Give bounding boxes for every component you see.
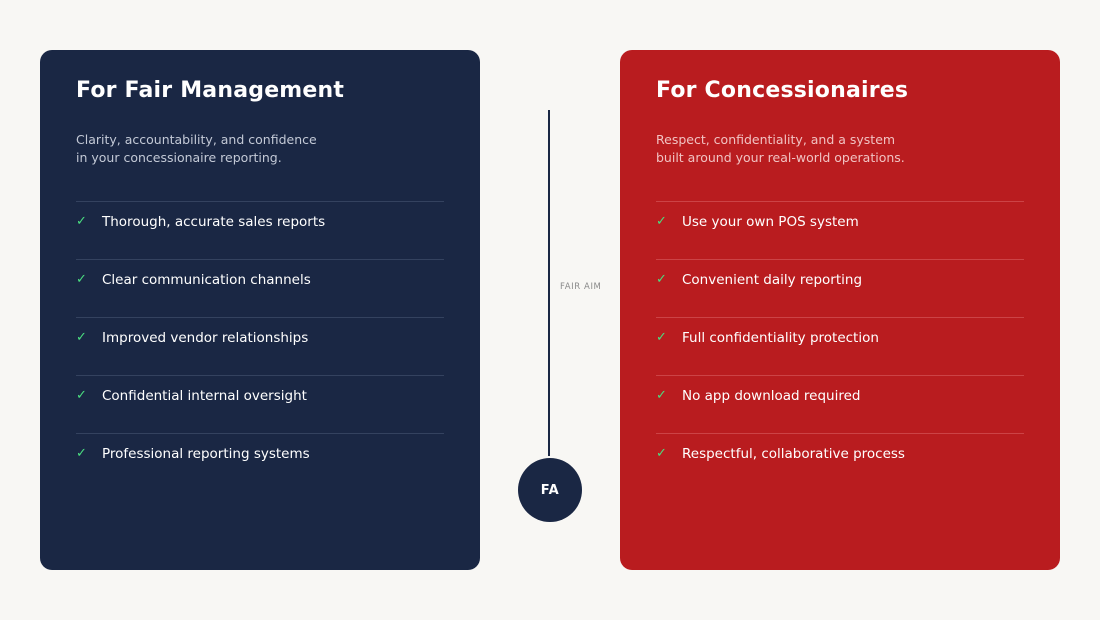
benefit-item: ✓ Improved vendor relationships bbox=[76, 317, 444, 375]
benefit-item: ✓ Use your own POS system bbox=[656, 201, 1024, 259]
check-icon: ✓ bbox=[656, 214, 667, 229]
fair-management-title: For Fair Management bbox=[76, 78, 345, 103]
benefit-text: Professional reporting systems bbox=[102, 446, 310, 462]
benefit-item: ✓ Confidential internal oversight bbox=[76, 375, 444, 433]
fair-management-card: For Fair Management Clarity, accountabil… bbox=[40, 50, 480, 570]
fair-management-subtitle: Clarity, accountability, and confidence … bbox=[76, 131, 336, 167]
benefit-item: ✓ Respectful, collaborative process bbox=[656, 433, 1024, 491]
benefit-text: Improved vendor relationships bbox=[102, 330, 309, 346]
check-icon: ✓ bbox=[76, 330, 87, 345]
check-icon: ✓ bbox=[76, 214, 87, 229]
benefit-text: No app download required bbox=[682, 388, 861, 404]
concessionaires-card: For Concessionaires Respect, confidentia… bbox=[620, 50, 1060, 570]
concessionaires-subtitle-line-2: built around your real-world operations. bbox=[656, 150, 905, 165]
benefit-item: ✓ Thorough, accurate sales reports bbox=[76, 201, 444, 259]
fair-management-subtitle-line-1: Clarity, accountability, and confidence bbox=[76, 132, 317, 147]
benefit-item: ✓ Professional reporting systems bbox=[76, 433, 444, 491]
concessionaires-subtitle: Respect, confidentiality, and a system b… bbox=[656, 131, 916, 167]
check-icon: ✓ bbox=[656, 330, 667, 345]
vertical-divider bbox=[548, 110, 550, 456]
fair-management-subtitle-line-2: in your concessionaire reporting. bbox=[76, 150, 282, 165]
concessionaires-title: For Concessionaires bbox=[656, 78, 909, 103]
check-icon: ✓ bbox=[76, 446, 87, 461]
check-icon: ✓ bbox=[656, 446, 667, 461]
check-icon: ✓ bbox=[656, 388, 667, 403]
concessionaires-benefits-list: ✓ Use your own POS system ✓ Convenient d… bbox=[656, 201, 1024, 491]
benefit-text: Use your own POS system bbox=[682, 214, 859, 230]
divider-label: FAIR AIM bbox=[560, 282, 602, 292]
check-icon: ✓ bbox=[76, 272, 87, 287]
fair-management-benefits-list: ✓ Thorough, accurate sales reports ✓ Cle… bbox=[76, 201, 444, 491]
benefit-text: Thorough, accurate sales reports bbox=[102, 214, 326, 230]
benefit-text: Confidential internal oversight bbox=[102, 388, 307, 404]
benefit-text: Clear communication channels bbox=[102, 272, 311, 288]
benefit-item: ✓ Clear communication channels bbox=[76, 259, 444, 317]
benefit-item: ✓ Convenient daily reporting bbox=[656, 259, 1024, 317]
benefit-text: Full confidentiality protection bbox=[682, 330, 879, 346]
benefit-item: ✓ No app download required bbox=[656, 375, 1024, 433]
check-icon: ✓ bbox=[656, 272, 667, 287]
check-icon: ✓ bbox=[76, 388, 87, 403]
concessionaires-subtitle-line-1: Respect, confidentiality, and a system bbox=[656, 132, 896, 147]
fa-logo-badge: FA bbox=[518, 458, 582, 522]
benefit-text: Convenient daily reporting bbox=[682, 272, 863, 288]
benefit-item: ✓ Full confidentiality protection bbox=[656, 317, 1024, 375]
benefit-text: Respectful, collaborative process bbox=[682, 446, 905, 462]
